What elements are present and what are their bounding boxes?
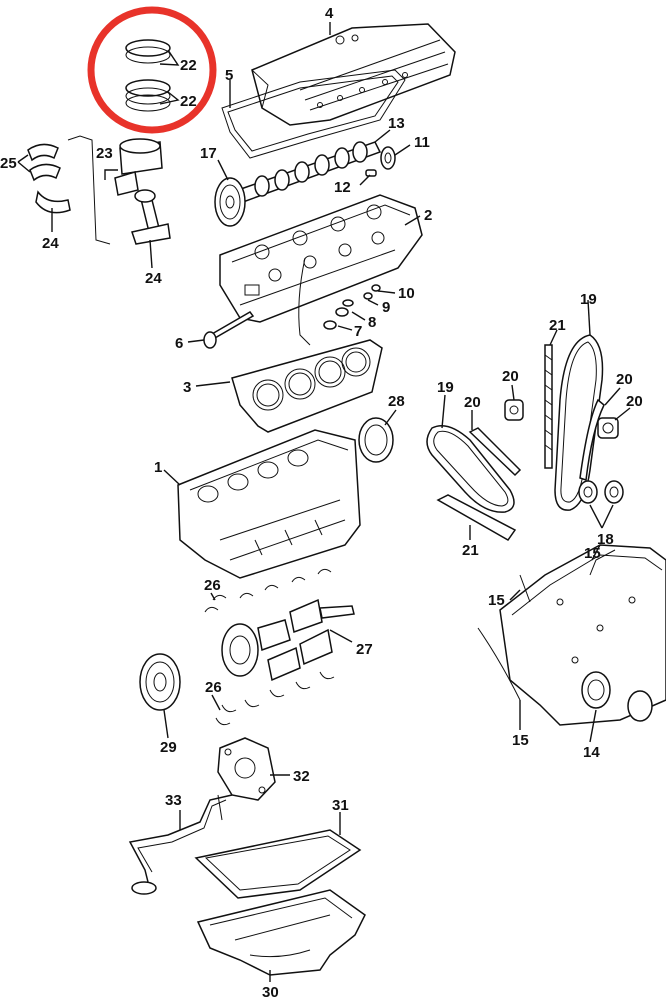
piston-part bbox=[114, 138, 163, 196]
connecting-rod-part bbox=[131, 189, 171, 245]
tensioner-left-part bbox=[504, 399, 524, 421]
bolt-12-part bbox=[365, 169, 377, 177]
callout-17: 17 bbox=[200, 145, 217, 162]
callout-22-bottom: 22 bbox=[180, 93, 197, 110]
crankshaft-part bbox=[221, 598, 355, 682]
callout-11: 11 bbox=[414, 134, 430, 151]
callout-19-right: 19 bbox=[580, 291, 597, 308]
valve-cover-part bbox=[251, 23, 456, 126]
timing-cover-part bbox=[499, 544, 666, 726]
oil-pump-part bbox=[217, 737, 276, 801]
main-bearings-lower-part bbox=[215, 671, 335, 726]
callout-5: 5 bbox=[225, 67, 233, 84]
callout-9: 9 bbox=[382, 299, 390, 316]
oil-pickup-part bbox=[128, 794, 233, 895]
callout-18: 18 bbox=[597, 531, 614, 548]
callout-3: 3 bbox=[183, 379, 191, 396]
crank-damper-part bbox=[139, 653, 181, 711]
valve-cover-gasket-part bbox=[221, 69, 406, 159]
rod-cap-part bbox=[35, 190, 71, 214]
rear-main-seal-part bbox=[358, 417, 394, 463]
callout-20-c: 20 bbox=[616, 371, 633, 388]
tensioners-right-part bbox=[597, 417, 619, 439]
callout-13: 13 bbox=[388, 115, 405, 132]
callout-1: 1 bbox=[154, 459, 162, 476]
callout-2: 2 bbox=[424, 207, 432, 224]
piston-rings-part bbox=[125, 39, 180, 112]
chain-guide-left-part bbox=[468, 427, 522, 477]
head-gasket-part bbox=[231, 339, 383, 433]
timing-chain-left-part bbox=[426, 425, 515, 513]
callout-6: 6 bbox=[175, 335, 183, 352]
callout-26-top: 26 bbox=[204, 577, 221, 594]
callout-15-top: 15 bbox=[584, 545, 601, 562]
callout-labels: 4 5 22 22 13 11 17 12 2 10 9 8 7 6 3 28 … bbox=[0, 5, 643, 1000]
callout-24-right: 24 bbox=[145, 270, 162, 287]
callout-20-d: 20 bbox=[626, 393, 643, 410]
callout-15-bottom: 15 bbox=[512, 732, 529, 749]
timing-cover-gaskets-part bbox=[477, 549, 616, 701]
sprockets-18-part bbox=[578, 480, 624, 504]
cylinder-head-part bbox=[219, 194, 423, 346]
callout-7: 7 bbox=[354, 323, 362, 340]
callout-26-bottom: 26 bbox=[205, 679, 222, 696]
cam-gear-11-part bbox=[380, 146, 396, 170]
oil-pan-gasket-part bbox=[194, 829, 362, 899]
callout-20-b: 20 bbox=[502, 368, 519, 385]
callout-20-a: 20 bbox=[464, 394, 481, 411]
callout-23: 23 bbox=[96, 145, 113, 162]
leader-lines bbox=[17, 22, 631, 982]
callout-22-top: 22 bbox=[180, 57, 197, 74]
timing-chain-right-part bbox=[554, 334, 604, 511]
callout-21-top: 21 bbox=[549, 317, 566, 334]
callout-25: 25 bbox=[0, 155, 17, 172]
callout-14: 14 bbox=[583, 744, 600, 761]
oil-pan-part bbox=[196, 889, 366, 976]
callout-19-left: 19 bbox=[437, 379, 454, 396]
chain-guide-right-part bbox=[544, 344, 553, 469]
engine-block-part bbox=[177, 429, 361, 579]
cam-sprocket-part bbox=[214, 177, 246, 227]
callout-29: 29 bbox=[160, 739, 177, 756]
rod-bearings-part bbox=[27, 143, 61, 182]
camshaft-part bbox=[237, 141, 382, 203]
piston-group-outline bbox=[67, 135, 111, 245]
callout-4: 4 bbox=[325, 5, 334, 22]
callout-30: 30 bbox=[262, 984, 279, 1000]
valve-parts bbox=[203, 284, 381, 349]
callout-15-left: 15 bbox=[488, 592, 505, 609]
callout-27: 27 bbox=[356, 641, 373, 658]
callout-33: 33 bbox=[165, 792, 182, 809]
callout-32: 32 bbox=[293, 768, 310, 785]
highlight-circle bbox=[87, 6, 217, 134]
callout-24-left: 24 bbox=[42, 235, 59, 252]
callout-8: 8 bbox=[368, 314, 376, 331]
callout-21-bottom: 21 bbox=[462, 542, 479, 559]
callout-31: 31 bbox=[332, 797, 349, 814]
callout-28: 28 bbox=[388, 393, 405, 410]
callout-12: 12 bbox=[334, 179, 351, 196]
chain-guide-lower-part bbox=[436, 494, 517, 541]
callout-10: 10 bbox=[398, 285, 415, 302]
